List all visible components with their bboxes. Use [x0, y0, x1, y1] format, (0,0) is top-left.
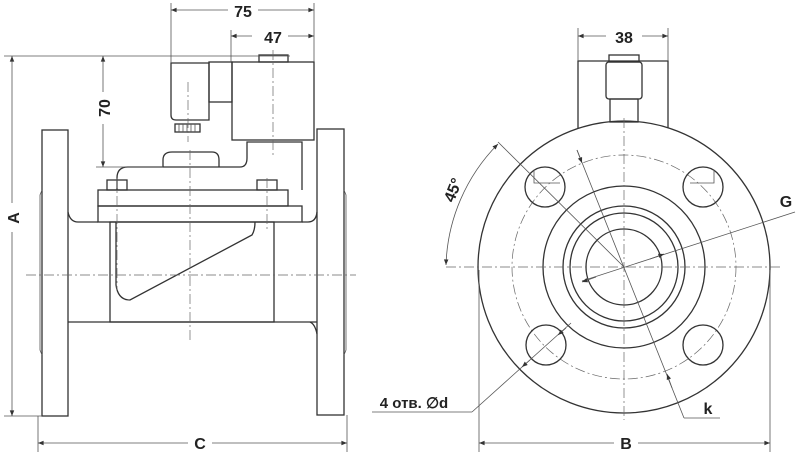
- left-flange: [41, 129, 69, 417]
- connector-neck: [208, 61, 233, 103]
- front-view: [446, 54, 782, 420]
- body-top: [67, 211, 318, 223]
- dim-c-label: C: [194, 436, 206, 453]
- dim-a-label: A: [6, 212, 23, 224]
- dim-45-label: 45°: [441, 176, 466, 205]
- coil-top-nut: [605, 61, 643, 100]
- bolt-hole: [682, 324, 724, 366]
- bolt-hole: [682, 166, 724, 208]
- dim-bolt-holes-label: 4 отв. ∅d: [380, 395, 448, 412]
- dim-47-label: 47: [264, 30, 282, 47]
- side-dimensions: A 70 75 47 C: [4, 3, 348, 453]
- dim-k-label: k: [704, 401, 713, 418]
- coil-nut: [258, 54, 289, 63]
- coil-bracket: [577, 60, 669, 128]
- diaphragm-chamber: [115, 221, 256, 301]
- bolt-hole: [525, 324, 567, 366]
- side-view: [26, 50, 356, 417]
- front-dimensions: 38 45° k G 4 отв. ∅d B: [372, 28, 796, 453]
- bolt-hole: [524, 166, 566, 208]
- cable-gland-icon: [174, 123, 201, 133]
- connector-plug: [170, 62, 210, 121]
- dim-g-label: G: [780, 194, 792, 211]
- right-flange: [316, 128, 345, 416]
- dim-38-label: 38: [615, 30, 633, 47]
- dim-70-label: 70: [97, 99, 114, 117]
- bonnet-cap: [162, 151, 220, 167]
- bonnet: [116, 141, 303, 190]
- dim-75-label: 75: [234, 4, 252, 21]
- bonnet-plate: [97, 205, 303, 223]
- dim-b-label: B: [620, 436, 632, 453]
